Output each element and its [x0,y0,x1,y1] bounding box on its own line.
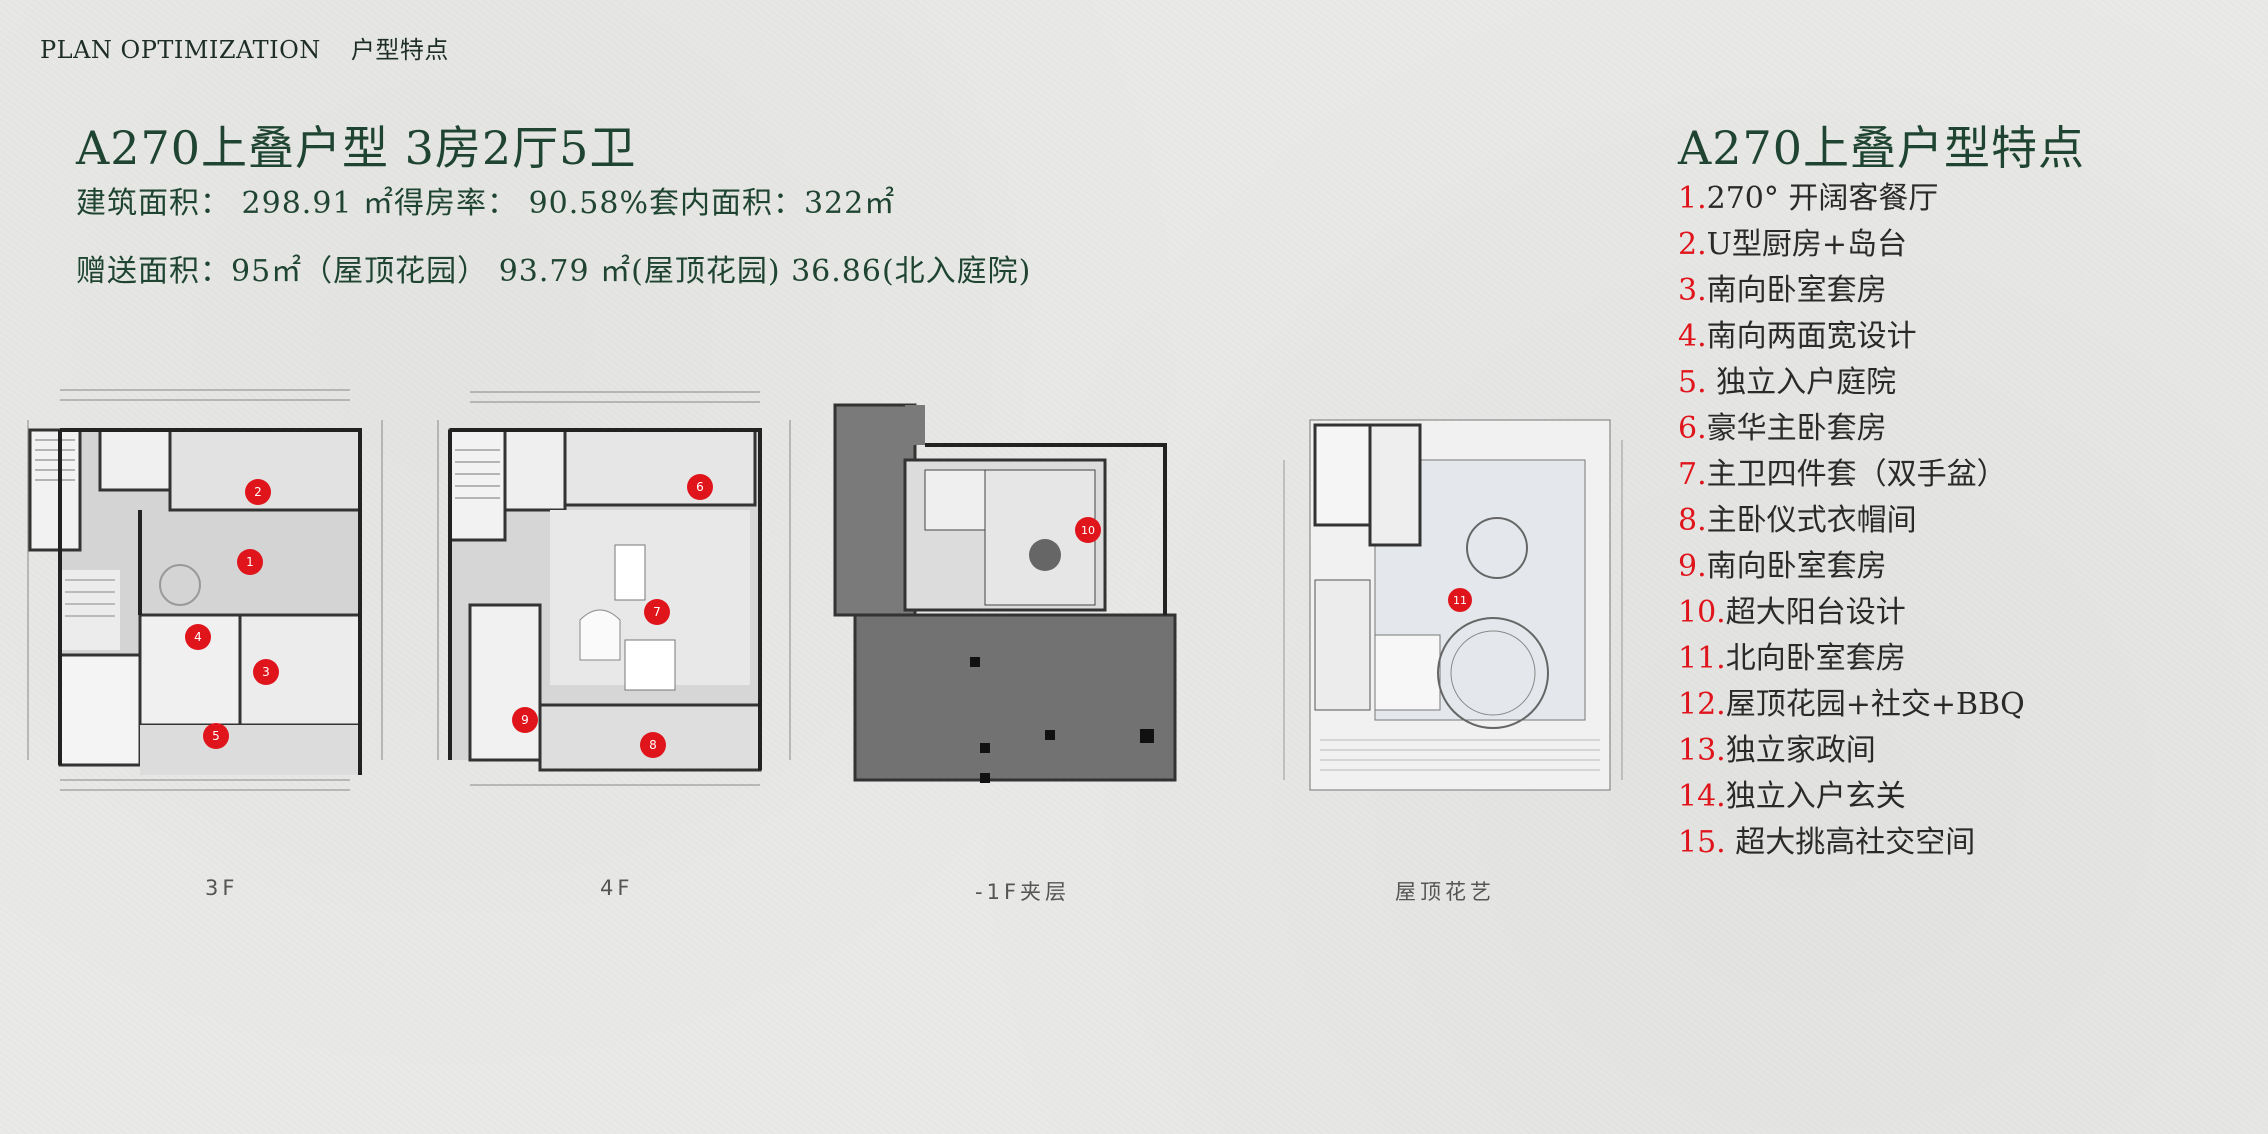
marker-9 [512,707,538,733]
page-header: PLAN OPTIMIZATION 户型特点 [40,30,471,65]
marker-8 [640,732,666,758]
feature-item: 4.南向两面宽设计 [1678,319,1917,354]
feature-item: 7.主卫四件套（双手盆） [1678,457,2007,492]
feature-item: 12.屋顶花园+社交+BBQ [1678,687,2025,722]
feature-item: 8.主卧仪式衣帽间 [1678,503,1917,538]
floorplan-b1-mezzanine: 10 [833,403,1177,783]
svg-text:2: 2 [254,485,262,499]
svg-text:6: 6 [696,480,704,494]
svg-text:1: 1 [246,555,254,569]
marker-3 [253,659,279,685]
marker-10 [1075,517,1101,543]
plan-caption-roof: 屋顶花艺 [1395,880,1495,904]
feature-item: 3.南向卧室套房 [1678,273,1887,308]
svg-text:3: 3 [262,665,270,679]
floorplan-roof-garden: 11 [1283,419,1623,791]
svg-text:11: 11 [1453,594,1467,607]
features-title: A270上叠户型特点 [1678,121,2086,175]
feature-item: 15. 超大挑高社交空间 [1678,825,1976,860]
marker-11 [1448,588,1472,612]
floorplan-3f: 1 2 3 4 5 [27,389,383,791]
header-en: PLAN OPTIMIZATION [40,36,321,64]
feature-item: 1.270° 开阔客餐厅 [1678,181,1939,216]
header-zh: 户型特点 [350,36,449,64]
feature-item: 11.北向卧室套房 [1678,641,1906,676]
area-info-line1: 建筑面积： 298.91 ㎡得房率： 90.58%套内面积：322㎡ [76,186,896,221]
svg-text:9: 9 [521,713,529,727]
svg-text:8: 8 [649,738,657,752]
features-list: 1.270° 开阔客餐厅 2.U型厨房+岛台 3.南向卧室套房 4.南向两面宽设… [1678,176,2025,866]
feature-item: 5. 独立入户庭院 [1678,365,1897,400]
marker-1 [237,549,263,575]
marker-5 [203,723,229,749]
area-info-line2: 赠送面积：95㎡（屋顶花园） 93.79 ㎡(屋顶花园) 36.86(北入庭院) [76,254,1032,289]
plan-caption-b1: -1F夹层 [975,880,1071,904]
feature-item: 13.独立家政间 [1678,733,1876,768]
floorplan-4f: 6 7 8 9 [437,391,791,786]
feature-item: 9.南向卧室套房 [1678,549,1887,584]
plan-caption-4f: 4F [600,876,634,900]
feature-item: 6.豪华主卧套房 [1678,411,1887,446]
marker-6 [687,474,713,500]
plan-caption-3f: 3F [205,876,239,900]
svg-text:10: 10 [1081,524,1095,537]
feature-item: 2.U型厨房+岛台 [1678,227,1908,262]
svg-text:7: 7 [653,605,661,619]
feature-item: 10.超大阳台设计 [1678,595,1906,630]
marker-4 [185,624,211,650]
marker-7 [644,599,670,625]
plan-title: A270上叠户型 3房2厅5卫 [76,121,637,175]
svg-text:5: 5 [212,729,220,743]
feature-item: 14.独立入户玄关 [1678,779,1906,814]
marker-2 [245,479,271,505]
svg-text:4: 4 [194,630,202,644]
